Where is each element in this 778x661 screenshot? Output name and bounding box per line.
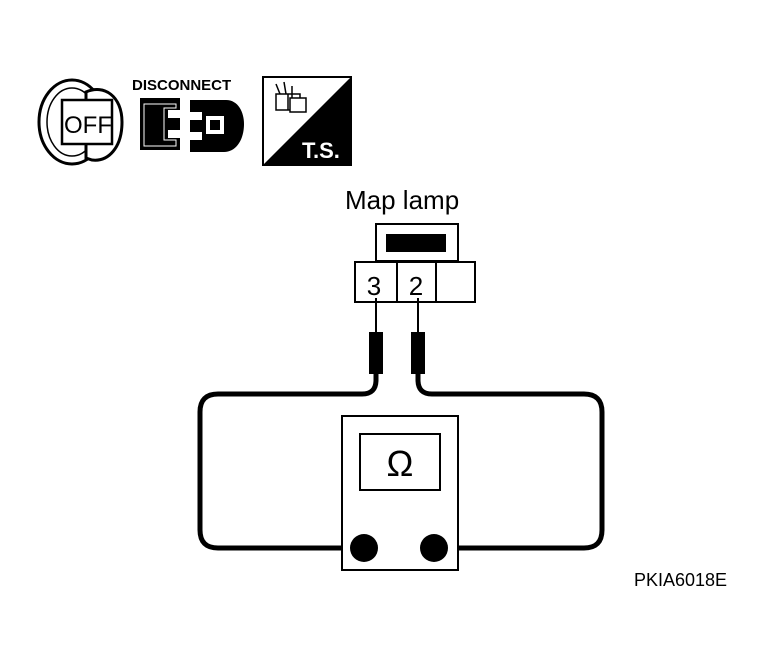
meter-terminal (350, 534, 378, 562)
test-station-label: T.S. (302, 138, 340, 163)
map-lamp-connector: 3 2 (354, 223, 476, 303)
ohm-symbol: Ω (387, 443, 414, 484)
ignition-off-icon: OFF (37, 78, 124, 166)
right-test-lead (415, 374, 605, 551)
terminal-label: 2 (409, 271, 423, 301)
figure-code: PKIA6018E (634, 570, 727, 590)
off-label: OFF (64, 112, 112, 139)
ohmmeter: Ω (341, 415, 459, 571)
left-test-lead (197, 374, 379, 551)
left-probe (369, 298, 383, 374)
right-probe (411, 298, 425, 374)
meter-terminal (420, 534, 448, 562)
test-station-icon: T.S. (262, 76, 352, 166)
component-label: Map lamp (345, 185, 459, 215)
terminal-label: 3 (367, 271, 381, 301)
disconnect-label: DISCONNECT (132, 77, 231, 94)
disconnect-icon: DISCONNECT (132, 77, 244, 152)
